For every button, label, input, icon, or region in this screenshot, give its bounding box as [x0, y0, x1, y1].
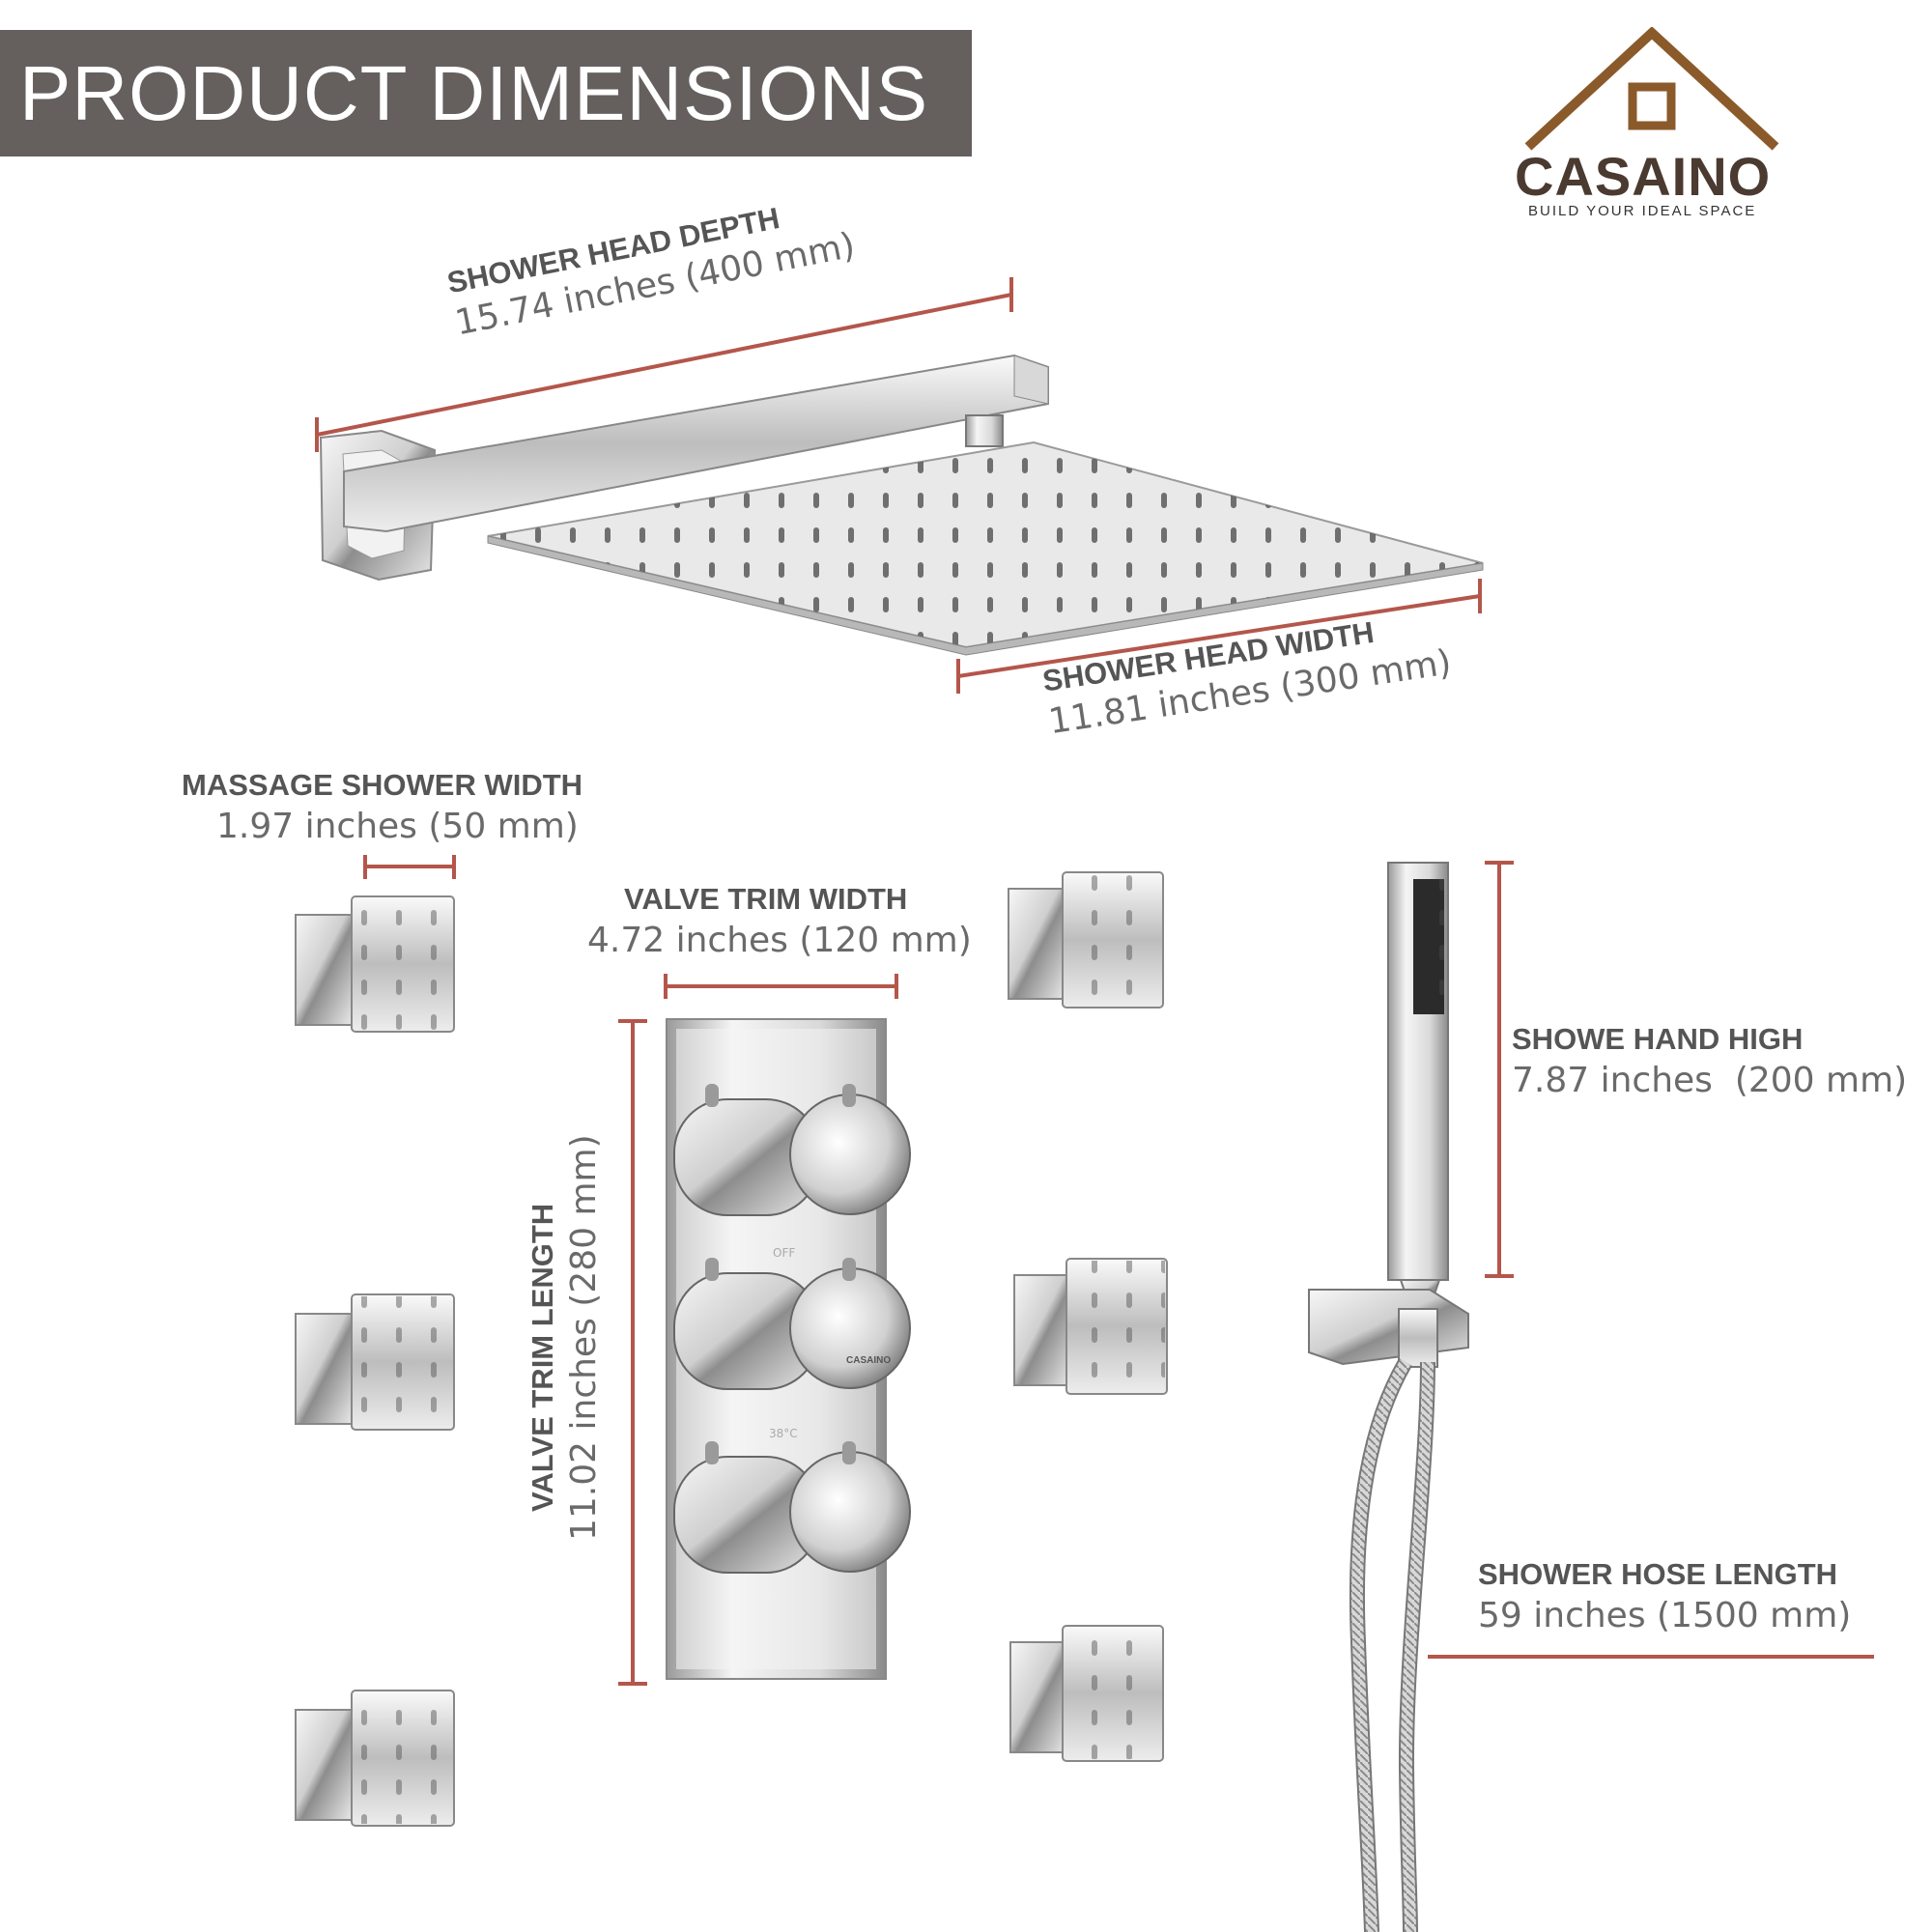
valve-width-value: 4.72 inches (120 mm)	[587, 921, 972, 960]
brand-logo: CASAINO BUILD YOUR IDEAL SPACE	[1507, 26, 1797, 220]
body-jet-bottom-left	[295, 1690, 455, 1827]
valve-length-value: 11.02 inches (280 mm)	[564, 1134, 604, 1541]
valve-length-dimension-line	[618, 1019, 647, 1686]
body-jet-mid-left	[295, 1293, 455, 1431]
valve-width-heading: VALVE TRIM WIDTH	[624, 882, 908, 916]
handheld-shower	[1387, 862, 1449, 1315]
logo-tagline: BUILD YOUR IDEAL SPACE	[1528, 203, 1757, 219]
massage-width-value: 1.97 inches (50 mm)	[216, 807, 579, 846]
hand-high-heading: SHOWE HAND HIGH	[1512, 1022, 1804, 1056]
logo-wordmark: CASAINO	[1515, 146, 1772, 207]
hand-high-dimension-line	[1485, 861, 1514, 1278]
hose-length-heading: SHOWER HOSE LENGTH	[1478, 1557, 1838, 1591]
body-jet-bottom-right	[1009, 1625, 1164, 1762]
valve-temp-marking: 38°C	[769, 1427, 798, 1440]
body-jet-top-right	[1008, 871, 1164, 1009]
rain-shower-head	[319, 354, 1484, 656]
hand-high-value: 7.87 inches (200 mm)	[1512, 1061, 1908, 1100]
hand-high-label: SHOWE HAND HIGH 7.87 inches (200 mm)	[1512, 1022, 1907, 1100]
valve-knob-top	[673, 1084, 911, 1216]
shower-hose	[1349, 1357, 1435, 1932]
valve-logo-marking: CASAINO	[846, 1355, 891, 1366]
house-logo-icon	[1524, 26, 1779, 151]
valve-off-marking: OFF	[773, 1246, 795, 1260]
massage-width-label: MASSAGE SHOWER WIDTH 1.97 inches (50 mm)	[182, 768, 582, 846]
valve-knob-middle	[673, 1258, 911, 1390]
valve-width-dimension-line	[664, 974, 898, 999]
page-title: PRODUCT DIMENSIONS	[19, 50, 929, 136]
body-jet-top-left	[295, 895, 455, 1033]
massage-width-heading: MASSAGE SHOWER WIDTH	[182, 768, 583, 802]
hand-shower-holder	[1308, 1289, 1469, 1368]
valve-length-heading: VALVE TRIM LENGTH	[526, 1203, 559, 1512]
valve-length-label: VALVE TRIM LENGTH 11.02 inches (280 mm)	[526, 1134, 604, 1541]
head-width-dimension-line	[956, 579, 1482, 694]
title-banner: PRODUCT DIMENSIONS	[0, 30, 972, 156]
body-jet-mid-right	[1013, 1258, 1168, 1395]
hose-length-label: SHOWER HOSE LENGTH 59 inches (1500 mm)	[1478, 1557, 1851, 1635]
massage-width-dimension-line	[363, 855, 456, 879]
valve-knob-bottom	[673, 1441, 911, 1574]
head-depth-dimension-line	[315, 277, 1013, 452]
hose-length-value: 59 inches (1500 mm)	[1478, 1596, 1852, 1635]
valve-width-label: VALVE TRIM WIDTH 4.72 inches (120 mm)	[587, 882, 972, 960]
